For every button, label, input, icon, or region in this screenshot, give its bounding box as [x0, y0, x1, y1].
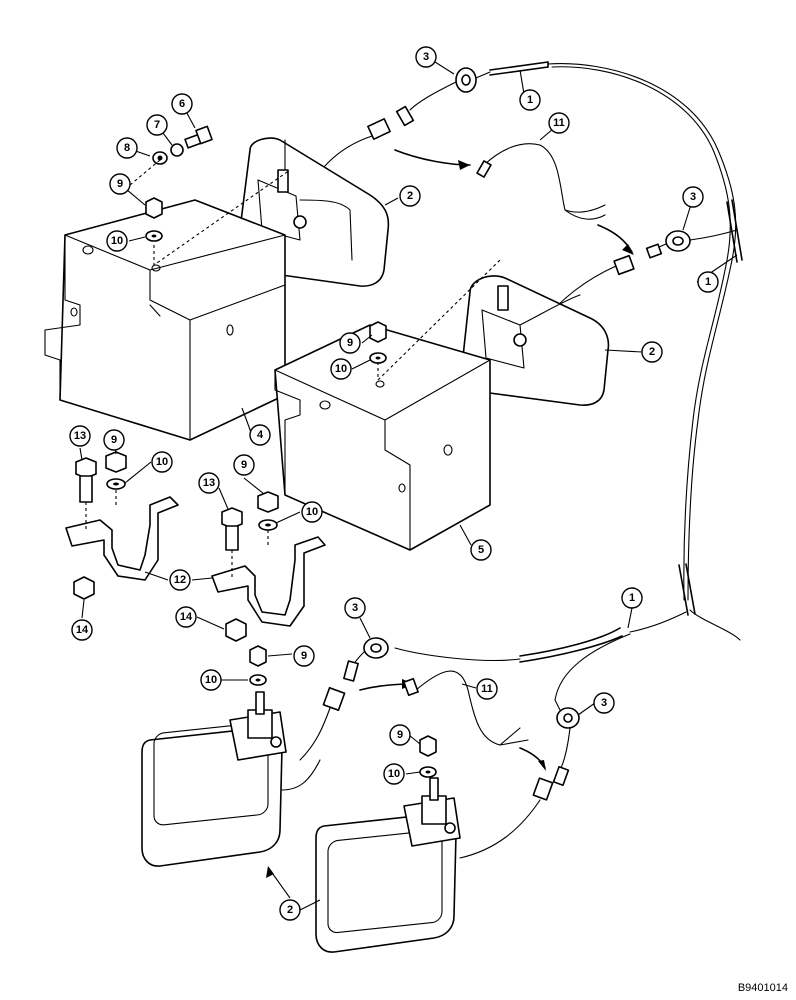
bolt-left: [75, 457, 97, 503]
bracket-left: [65, 496, 179, 581]
svg-text:4: 4: [257, 429, 264, 441]
svg-text:13: 13: [203, 477, 215, 489]
callout-11-top: 11: [548, 112, 570, 134]
bolt-right: [221, 507, 243, 551]
grommet-bottom-right: [556, 707, 580, 771]
svg-text:3: 3: [423, 51, 429, 63]
callout-14-left: 14: [71, 619, 93, 641]
grommet-right: [651, 230, 691, 252]
svg-text:9: 9: [117, 178, 123, 190]
svg-text:2: 2: [407, 190, 413, 202]
svg-text:10: 10: [205, 674, 217, 686]
callout-9-upper-left: 9: [109, 173, 131, 195]
connector-group-top: [299, 105, 634, 255]
callout-2-bottom: 2: [279, 899, 301, 921]
svg-text:10: 10: [156, 456, 168, 468]
svg-text:9: 9: [347, 337, 353, 349]
callout-2-middle: 2: [641, 341, 663, 363]
svg-text:10: 10: [306, 506, 318, 518]
nut-right: [257, 491, 279, 531]
front-light-left: [141, 691, 321, 867]
callout-10-front-right: 10: [383, 763, 405, 785]
svg-text:10: 10: [111, 235, 123, 247]
mounting-box-right: [274, 324, 491, 551]
callout-10-bracket-right: 10: [301, 501, 323, 523]
callout-10-front-left: 10: [200, 669, 222, 691]
callout-10-middle: 10: [330, 358, 352, 380]
nut-washer-upper-left: [145, 197, 163, 242]
callout-3-lower-right: 3: [593, 692, 615, 714]
callout-13-left: 13: [69, 425, 91, 447]
svg-text:1: 1: [527, 94, 533, 106]
bracket-right: [211, 536, 326, 627]
callout-9-bracket-left: 9: [103, 429, 125, 451]
svg-text:9: 9: [397, 729, 403, 741]
callout-11-bottom: 11: [476, 678, 498, 700]
callout-13-right: 13: [198, 472, 220, 494]
figure-code: B9401014: [737, 982, 788, 994]
callout-9-middle: 9: [339, 332, 361, 354]
svg-text:8: 8: [124, 142, 130, 154]
callout-12: 12: [169, 569, 191, 591]
svg-text:5: 5: [478, 544, 484, 556]
hardware-top: [152, 125, 213, 165]
svg-text:10: 10: [335, 363, 347, 375]
svg-text:10: 10: [388, 768, 400, 780]
callout-2-upper: 2: [399, 185, 421, 207]
grommet-bottom-left: [349, 637, 389, 671]
svg-text:13: 13: [74, 430, 86, 442]
svg-text:9: 9: [301, 650, 307, 662]
svg-text:14: 14: [180, 611, 193, 623]
callout-3-top: 3: [415, 46, 437, 68]
callout-1-right: 1: [697, 271, 719, 293]
callout-9-front-left: 9: [293, 645, 315, 667]
nut-14-right: [225, 618, 247, 642]
callout-3-right: 3: [682, 186, 704, 208]
callout-5: 5: [470, 539, 492, 561]
svg-text:2: 2: [649, 346, 655, 358]
svg-text:9: 9: [241, 459, 247, 471]
callout-10-bracket-left: 10: [151, 451, 173, 473]
wiring-harness: [394, 61, 743, 711]
callout-3-lower-left: 3: [344, 597, 366, 619]
nut-14-left: [73, 576, 95, 600]
nut-washer-front-left: [249, 645, 267, 686]
svg-text:2: 2: [287, 904, 293, 916]
install-guides: [85, 159, 501, 580]
nut-washer-front-right: [419, 735, 437, 778]
svg-text:1: 1: [629, 592, 635, 604]
svg-text:3: 3: [690, 191, 696, 203]
callout-4: 4: [249, 424, 271, 446]
front-light-right: [315, 777, 461, 953]
svg-text:3: 3: [352, 602, 358, 614]
callout-14-right: 14: [175, 606, 197, 628]
callout-9-front-right: 9: [389, 724, 411, 746]
callout-1-lower: 1: [621, 587, 643, 609]
callout-10-upper-left: 10: [106, 230, 128, 252]
callout-9-bracket-right: 9: [233, 454, 255, 476]
callout-6: 6: [171, 93, 193, 115]
nut-washer-middle: [369, 321, 387, 364]
nut-left: [105, 451, 127, 490]
callout-7: 7: [146, 114, 168, 136]
svg-text:11: 11: [481, 683, 493, 695]
svg-text:11: 11: [553, 117, 565, 129]
connector-group-bottom-left: [299, 660, 546, 771]
mounting-box-left: [44, 199, 286, 441]
grommet-top: [409, 67, 491, 111]
svg-text:12: 12: [174, 574, 186, 586]
connector-group-bottom-right: [459, 765, 570, 859]
svg-text:9: 9: [111, 434, 117, 446]
svg-text:1: 1: [705, 276, 711, 288]
callout-1-top: 1: [519, 89, 541, 111]
svg-text:14: 14: [76, 624, 89, 636]
callout-8: 8: [116, 137, 138, 159]
svg-text:7: 7: [154, 119, 160, 131]
svg-text:6: 6: [179, 98, 185, 110]
svg-text:3: 3: [601, 697, 607, 709]
